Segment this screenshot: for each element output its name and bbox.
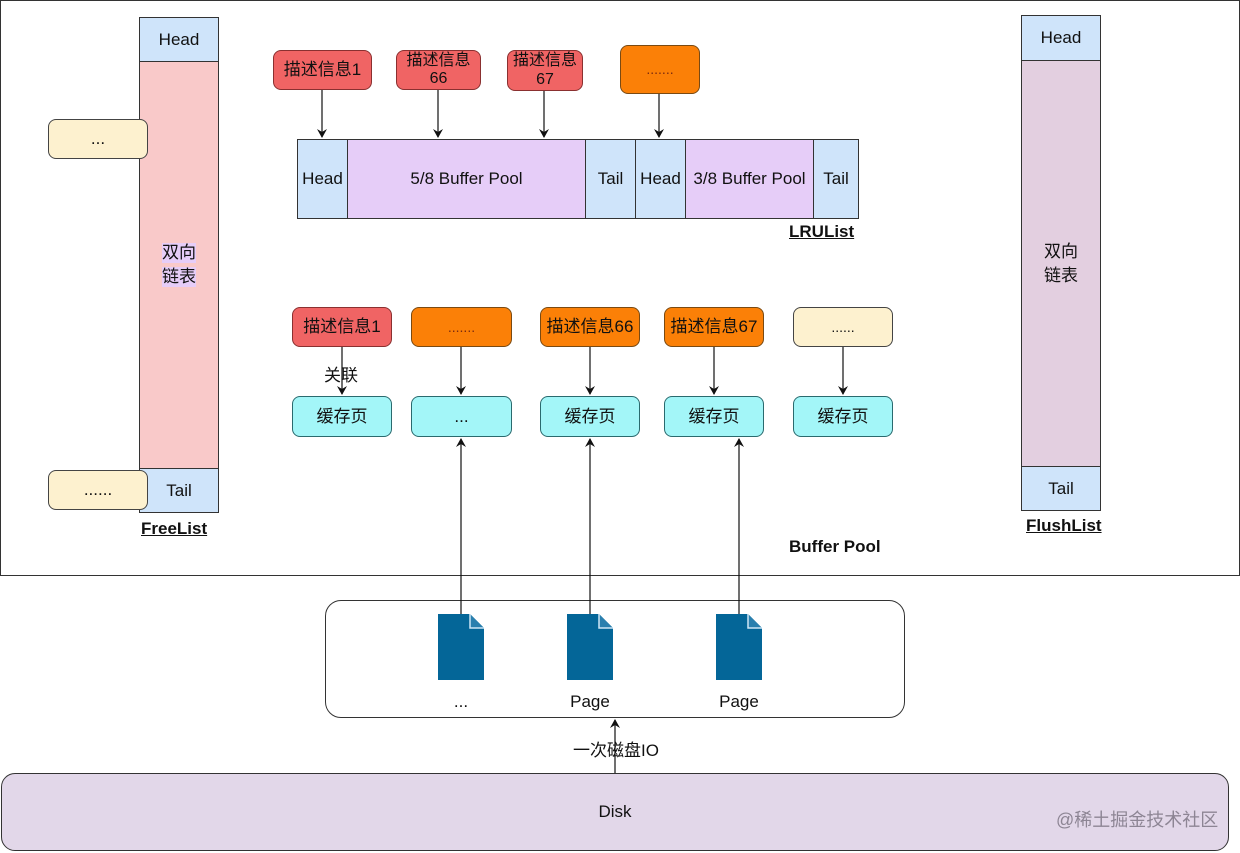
disk: Disk: [1, 773, 1229, 851]
flush-list-head: Head: [1021, 15, 1101, 61]
lru-old-head: Head: [635, 139, 686, 219]
file-icon: [438, 614, 484, 680]
free-list-body-line1: 双向: [162, 243, 196, 263]
lru-descriptor-label: 描述信息1: [283, 60, 362, 80]
free-list-node: ...: [48, 119, 148, 159]
relation-label: 关联: [323, 361, 359, 386]
cache-descriptor: .......: [411, 307, 512, 347]
watermark: @稀土掘金技术社区: [1056, 810, 1219, 830]
flush-list-body: 双向 链表: [1021, 60, 1101, 467]
free-list-body-line2: 链表: [162, 267, 196, 287]
lru-descriptor-label: 描述信息: [512, 52, 577, 70]
cache-descriptor: 描述信息67: [664, 307, 764, 347]
lru-young-region: 5/8 Buffer Pool: [347, 139, 586, 219]
lru-young-tail: Tail: [585, 139, 636, 219]
disk-page-area: [325, 600, 905, 718]
free-list-tail: Tail: [139, 468, 219, 513]
lru-descriptor-label: 描述信息: [406, 51, 471, 69]
cache-descriptor: 描述信息1: [292, 307, 392, 347]
free-list-title: FreeList: [141, 519, 208, 538]
flush-list-body-line2: 链表: [1044, 265, 1078, 285]
free-list-node: ......: [48, 470, 148, 510]
cache-page: 缓存页: [540, 396, 640, 437]
cache-page: 缓存页: [793, 396, 893, 437]
lru-old-tail: Tail: [813, 139, 859, 219]
disk-page-label: ...: [453, 692, 469, 711]
flush-list-title: FlushList: [1026, 516, 1102, 535]
cache-page: ...: [411, 396, 512, 437]
lru-young-head: Head: [297, 139, 348, 219]
lru-descriptor-number: 67: [536, 70, 554, 88]
cache-page: 缓存页: [664, 396, 764, 437]
cache-descriptor: ......: [793, 307, 893, 347]
disk-label: Disk: [598, 802, 632, 821]
cache-descriptor: 描述信息66: [540, 307, 640, 347]
lru-list-title: LRUList: [789, 222, 855, 241]
lru-descriptor-number: 66: [429, 70, 448, 87]
disk-page-label: Page: [719, 692, 759, 711]
disk-page-label: Page: [570, 692, 610, 711]
file-icon: [567, 614, 613, 680]
lru-descriptor: 描述信息 67: [507, 50, 583, 91]
flush-list-body-line1: 双向: [1044, 241, 1078, 261]
free-list-body: 双向 链表: [139, 61, 219, 469]
lru-descriptor-label: .......: [646, 61, 674, 78]
free-list-head: Head: [139, 17, 219, 62]
buffer-pool-title: Buffer Pool: [789, 537, 881, 556]
lru-descriptor: 描述信息 66: [396, 50, 481, 90]
lru-descriptor: 描述信息1: [273, 50, 372, 90]
lru-old-region: 3/8 Buffer Pool: [685, 139, 814, 219]
cache-page: 缓存页: [292, 396, 392, 437]
lru-descriptor: .......: [620, 45, 700, 94]
disk-io-label: 一次磁盘IO: [572, 736, 660, 761]
flush-list-tail: Tail: [1021, 466, 1101, 511]
file-icon: [716, 614, 762, 680]
